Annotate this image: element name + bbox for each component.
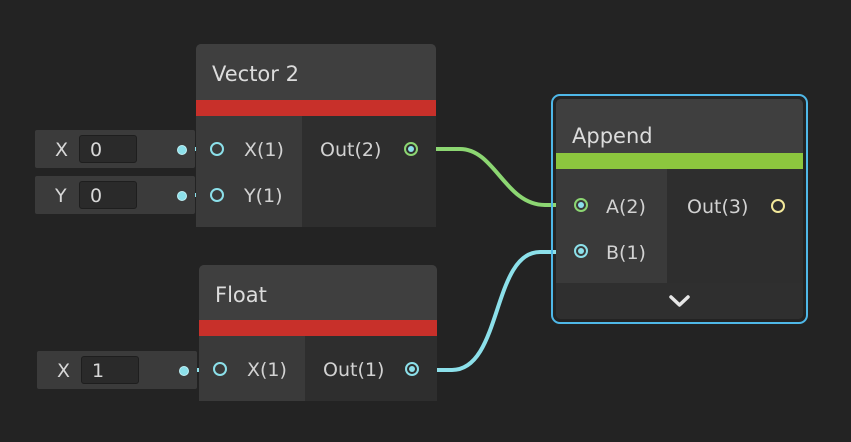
append-output-label: Out(3) bbox=[687, 196, 749, 218]
append-output-port-icon[interactable] bbox=[771, 199, 785, 213]
vector2-output-label: Out(2) bbox=[320, 139, 382, 161]
float-x-label: X bbox=[57, 360, 71, 382]
vector2-input-x-label: X(1) bbox=[244, 139, 284, 161]
vector2-x-input[interactable]: 0 bbox=[79, 135, 137, 163]
vector2-input-x-port-icon[interactable] bbox=[210, 142, 224, 156]
vector2-node-title[interactable]: Vector 2 bbox=[196, 44, 436, 100]
append-input-a-port-icon[interactable] bbox=[574, 198, 588, 212]
vector2-y-field: Y 0 bbox=[35, 176, 195, 214]
float-node-color-bar bbox=[199, 320, 437, 336]
float-inputs: X(1) bbox=[199, 336, 305, 401]
append-inputs: A(2) B(1) bbox=[556, 169, 667, 283]
vector2-outputs: Out(2) bbox=[302, 116, 436, 227]
float-input-x-port-icon[interactable] bbox=[213, 362, 227, 376]
append-outputs: Out(3) bbox=[667, 169, 803, 283]
vector2-y-port-icon[interactable] bbox=[177, 191, 187, 201]
vector2-inputs: X(1) Y(1) bbox=[196, 116, 302, 227]
chevron-down-icon bbox=[669, 295, 690, 307]
vector2-output-port-icon[interactable] bbox=[404, 142, 418, 156]
append-input-b-port-icon[interactable] bbox=[574, 244, 588, 258]
append-input-a-label: A(2) bbox=[606, 196, 646, 218]
float-node-title[interactable]: Float bbox=[199, 265, 437, 321]
float-input-x-label: X(1) bbox=[247, 359, 287, 381]
float-node[interactable]: Float X(1) Out(1) bbox=[199, 265, 437, 401]
vector2-y-label: Y bbox=[55, 185, 67, 207]
float-outputs: Out(1) bbox=[305, 336, 437, 401]
vector2-x-port-icon[interactable] bbox=[177, 145, 187, 155]
append-node[interactable]: Append A(2) B(1) Out(3) bbox=[556, 99, 803, 319]
vector2-input-y-port-icon[interactable] bbox=[210, 188, 224, 202]
vector2-input-y-label: Y(1) bbox=[244, 185, 283, 207]
append-input-b-label: B(1) bbox=[606, 242, 646, 264]
vector2-x-label: X bbox=[55, 139, 69, 161]
append-node-title[interactable]: Append bbox=[556, 99, 803, 153]
vector2-x-field: X 0 bbox=[35, 130, 195, 168]
float-output-port-icon[interactable] bbox=[405, 362, 419, 376]
append-expand-button[interactable] bbox=[556, 283, 803, 319]
float-x-port-icon[interactable] bbox=[179, 366, 189, 376]
vector2-y-input[interactable]: 0 bbox=[79, 181, 137, 209]
float-x-field: X 1 bbox=[37, 351, 197, 389]
append-node-color-bar bbox=[556, 153, 803, 169]
wire-float-to-append-b[interactable] bbox=[418, 250, 580, 372]
vector2-node[interactable]: Vector 2 X(1) Y(1) Out(2) bbox=[196, 44, 436, 227]
float-x-input[interactable]: 1 bbox=[81, 356, 139, 384]
float-output-label: Out(1) bbox=[323, 359, 385, 381]
vector2-node-color-bar bbox=[196, 100, 436, 116]
wire-vector2-to-append-a[interactable] bbox=[418, 147, 580, 207]
append-node-selection-outline bbox=[551, 94, 808, 324]
